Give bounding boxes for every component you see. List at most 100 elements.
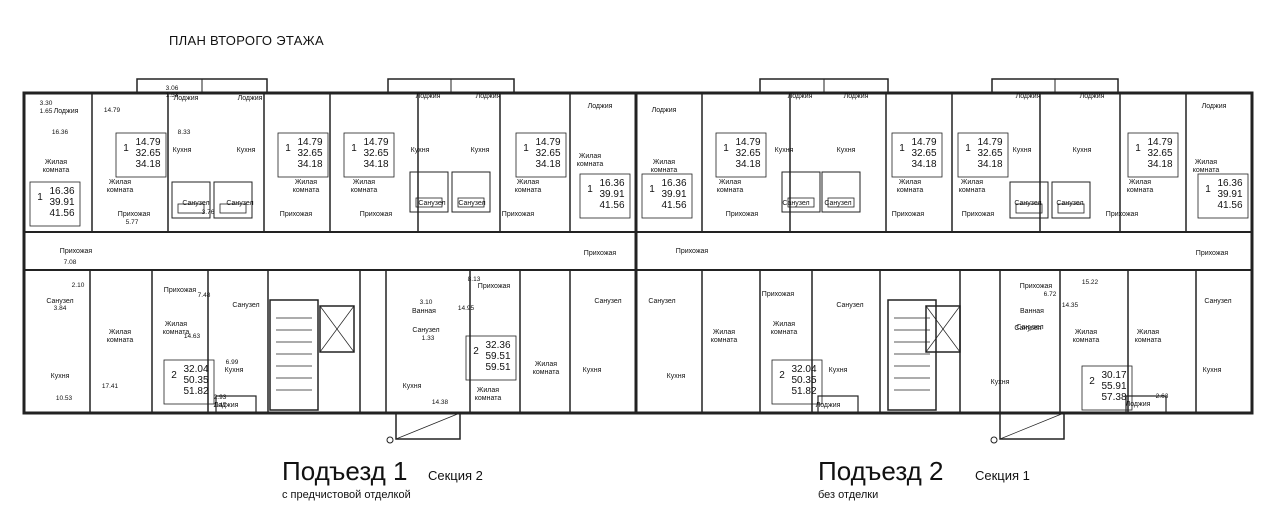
dimension-label: 1.47 xyxy=(214,402,227,409)
room-label: Жилая xyxy=(579,153,601,160)
dimension-label: 6.99 xyxy=(226,359,239,366)
hall-label: Прихожая xyxy=(60,248,93,255)
dimension-label: 14.63 xyxy=(184,333,201,340)
loggia-outline xyxy=(215,395,257,414)
room-label: комната xyxy=(1073,337,1100,344)
apartment-area: 14.79 xyxy=(297,137,322,148)
apartment-area: 14.79 xyxy=(911,137,936,148)
apartment-area: 32.36 xyxy=(485,340,510,351)
dimension-label: 3.10 xyxy=(420,299,433,306)
apartment-rooms: 1 xyxy=(899,143,905,154)
apartment-area: 41.56 xyxy=(49,208,74,219)
room-label: комната xyxy=(711,337,738,344)
kitchen-label: Кухня xyxy=(775,147,794,154)
apartment-area: 16.36 xyxy=(599,178,624,189)
bathroom-outline xyxy=(409,171,449,213)
apartment-info-box xyxy=(957,132,1009,178)
apartment-rooms: 2 xyxy=(473,346,479,357)
elevator-shaft xyxy=(319,305,355,353)
room-label: Жилая xyxy=(535,361,557,368)
kitchen-label: Кухня xyxy=(583,367,602,374)
apartment-area: 34.18 xyxy=(297,159,322,170)
dimension-label: 14.35 xyxy=(1062,302,1079,309)
dimension-label: 17.41 xyxy=(102,383,119,390)
room-label: комната xyxy=(107,337,134,344)
room-label: Жилая xyxy=(477,387,499,394)
apartment-rooms: 1 xyxy=(587,184,593,195)
room-label: комната xyxy=(351,187,378,194)
hall-label: Прихожая xyxy=(478,283,511,290)
bath-label: Санузел xyxy=(412,327,439,334)
room-label: Жилая xyxy=(719,179,741,186)
apartment-area: 51.82 xyxy=(791,386,816,397)
hall-label: Прихожая xyxy=(1196,250,1229,257)
apartment-area: 59.51 xyxy=(485,351,510,362)
loggia-label: Лоджия xyxy=(816,402,841,409)
porch-hatch xyxy=(999,412,1065,440)
dimension-label: 1.53 xyxy=(166,92,179,99)
apartment-area: 32.04 xyxy=(791,364,816,375)
apartment-area: 50.35 xyxy=(791,375,816,386)
room-label: комната xyxy=(1127,187,1154,194)
bathroom-label: Ванная xyxy=(412,308,436,315)
loggia-label: Лоджия xyxy=(1126,401,1151,408)
hall-label: Прихожая xyxy=(164,287,197,294)
loggia-label: Лоджия xyxy=(1080,93,1105,100)
room-label: Жилая xyxy=(1195,159,1217,166)
elevator-cross xyxy=(319,305,355,353)
apartment-area: 32.65 xyxy=(535,148,560,159)
kitchen-label: Кухня xyxy=(237,147,256,154)
apartment-area: 32.65 xyxy=(135,148,160,159)
room-label: комната xyxy=(897,187,924,194)
bathroom-label: Ванная xyxy=(1020,308,1044,315)
room-label: комната xyxy=(107,187,134,194)
room-label: комната xyxy=(475,395,502,402)
apartment-info-box xyxy=(1081,365,1133,411)
kitchen-label: Кухня xyxy=(225,367,244,374)
bath-label: Санузел xyxy=(648,298,675,305)
hall-label: Прихожая xyxy=(762,291,795,298)
dimension-label: 10.53 xyxy=(56,395,73,402)
stair-core xyxy=(887,299,937,411)
loggia-outline xyxy=(1125,395,1167,414)
dimension-label: 14.79 xyxy=(104,107,121,114)
apartment-area: 32.65 xyxy=(363,148,388,159)
dimension-label: 7.08 xyxy=(64,259,77,266)
apartment-rooms: 1 xyxy=(965,143,971,154)
apartment-area: 39.91 xyxy=(599,189,624,200)
hall-label: Прихожая xyxy=(1106,211,1139,218)
bathroom-outline xyxy=(781,171,821,213)
apartment-area: 39.91 xyxy=(49,197,74,208)
room-label: комната xyxy=(651,167,678,174)
loggia-label: Лоджия xyxy=(788,93,813,100)
dimension-label: 15.22 xyxy=(1082,279,1099,286)
entrance-1-title: Подъезд 1 xyxy=(282,456,408,486)
dimension-label: 1.33 xyxy=(422,335,435,342)
apartment-area: 57.38 xyxy=(1101,392,1126,403)
apartment-rooms: 1 xyxy=(649,184,655,195)
bathroom-outline xyxy=(821,171,861,213)
apartment-area: 55.91 xyxy=(1101,381,1126,392)
room-label: Жилая xyxy=(109,179,131,186)
apartment-info-box xyxy=(891,132,943,178)
room-label: комната xyxy=(959,187,986,194)
entrance-1-section: Секция 2 xyxy=(428,468,483,483)
apartment-info-box xyxy=(29,181,81,227)
apartment-area: 34.18 xyxy=(1147,159,1172,170)
plan-title: ПЛАН ВТОРОГО ЭТАЖА xyxy=(169,33,324,48)
room-label: Жилая xyxy=(517,179,539,186)
room-label: комната xyxy=(293,187,320,194)
kitchen-label: Кухня xyxy=(1013,147,1032,154)
loggia-label: Лоджия xyxy=(588,103,613,110)
apartment-area: 14.79 xyxy=(535,137,560,148)
apartment-area: 34.18 xyxy=(977,159,1002,170)
bathroom-outline xyxy=(1051,181,1091,219)
stair-core xyxy=(269,299,319,411)
apartment-area: 34.18 xyxy=(735,159,760,170)
hall-label: Прихожая xyxy=(726,211,759,218)
bathtub-icon xyxy=(827,197,855,208)
dimension-label: 2.93 xyxy=(214,394,227,401)
bath-label: Санузел xyxy=(824,200,851,207)
entrance-marker-icon xyxy=(386,436,394,444)
kitchen-label: Кухня xyxy=(173,147,192,154)
